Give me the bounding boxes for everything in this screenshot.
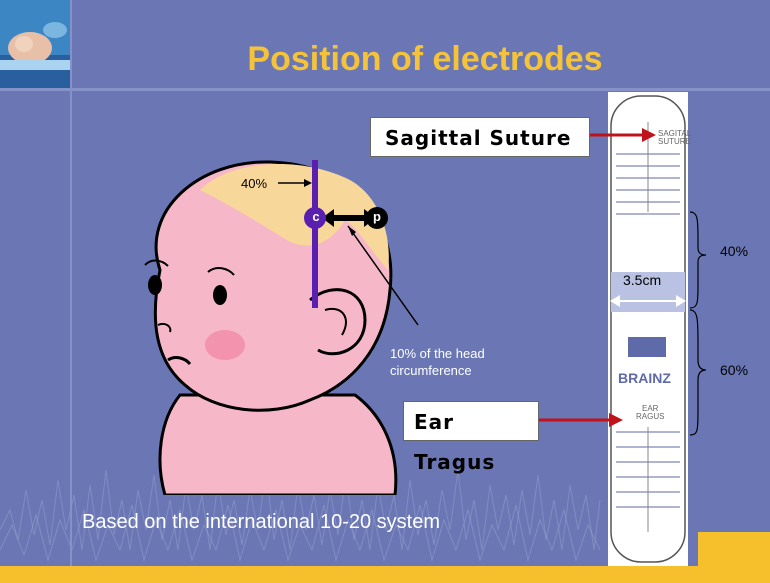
electrode-p-label: p [372,209,382,224]
ruler-ear-text: EAR RAGUS [636,405,664,421]
baby-ear [310,290,365,354]
sagittal-suture-label: Sagittal Suture [370,117,590,157]
upper-percent-label: 40% [720,243,748,259]
head-percent-label: 40% [241,176,267,191]
ear-arrow [539,413,623,427]
ruler-width-label: 3.5cm [623,272,661,288]
electrode-ruler [608,92,688,567]
baby-illustration [120,150,420,495]
ruler-top-text: SAGITAL SUTURE [658,130,691,146]
electrode-c-label: c [311,209,321,224]
bottom-accent-bar [0,566,770,583]
corner-accent-block [698,532,770,583]
ruler-width-arrow [610,294,686,308]
ruler-brand: BRAINZ [618,370,671,386]
lower-percent-label: 60% [720,362,748,378]
percentage-braces [688,210,718,440]
sagittal-arrow [590,128,656,142]
head-circumference-note: 10% of the head circumference [390,345,540,379]
ear-tragus-label: Ear Tragus [403,401,539,441]
title-rule [0,88,770,91]
head-note-line1: 10% of the head [390,345,540,362]
baby-eye-left [148,275,162,295]
baby-photo [0,0,72,88]
slide-title: Position of electrodes [165,40,685,79]
head-note-line2: circumference [390,362,540,379]
footer-caption: Based on the international 10-20 system [82,511,440,534]
baby-eye-right [213,285,227,305]
baby-cheek [205,330,245,360]
